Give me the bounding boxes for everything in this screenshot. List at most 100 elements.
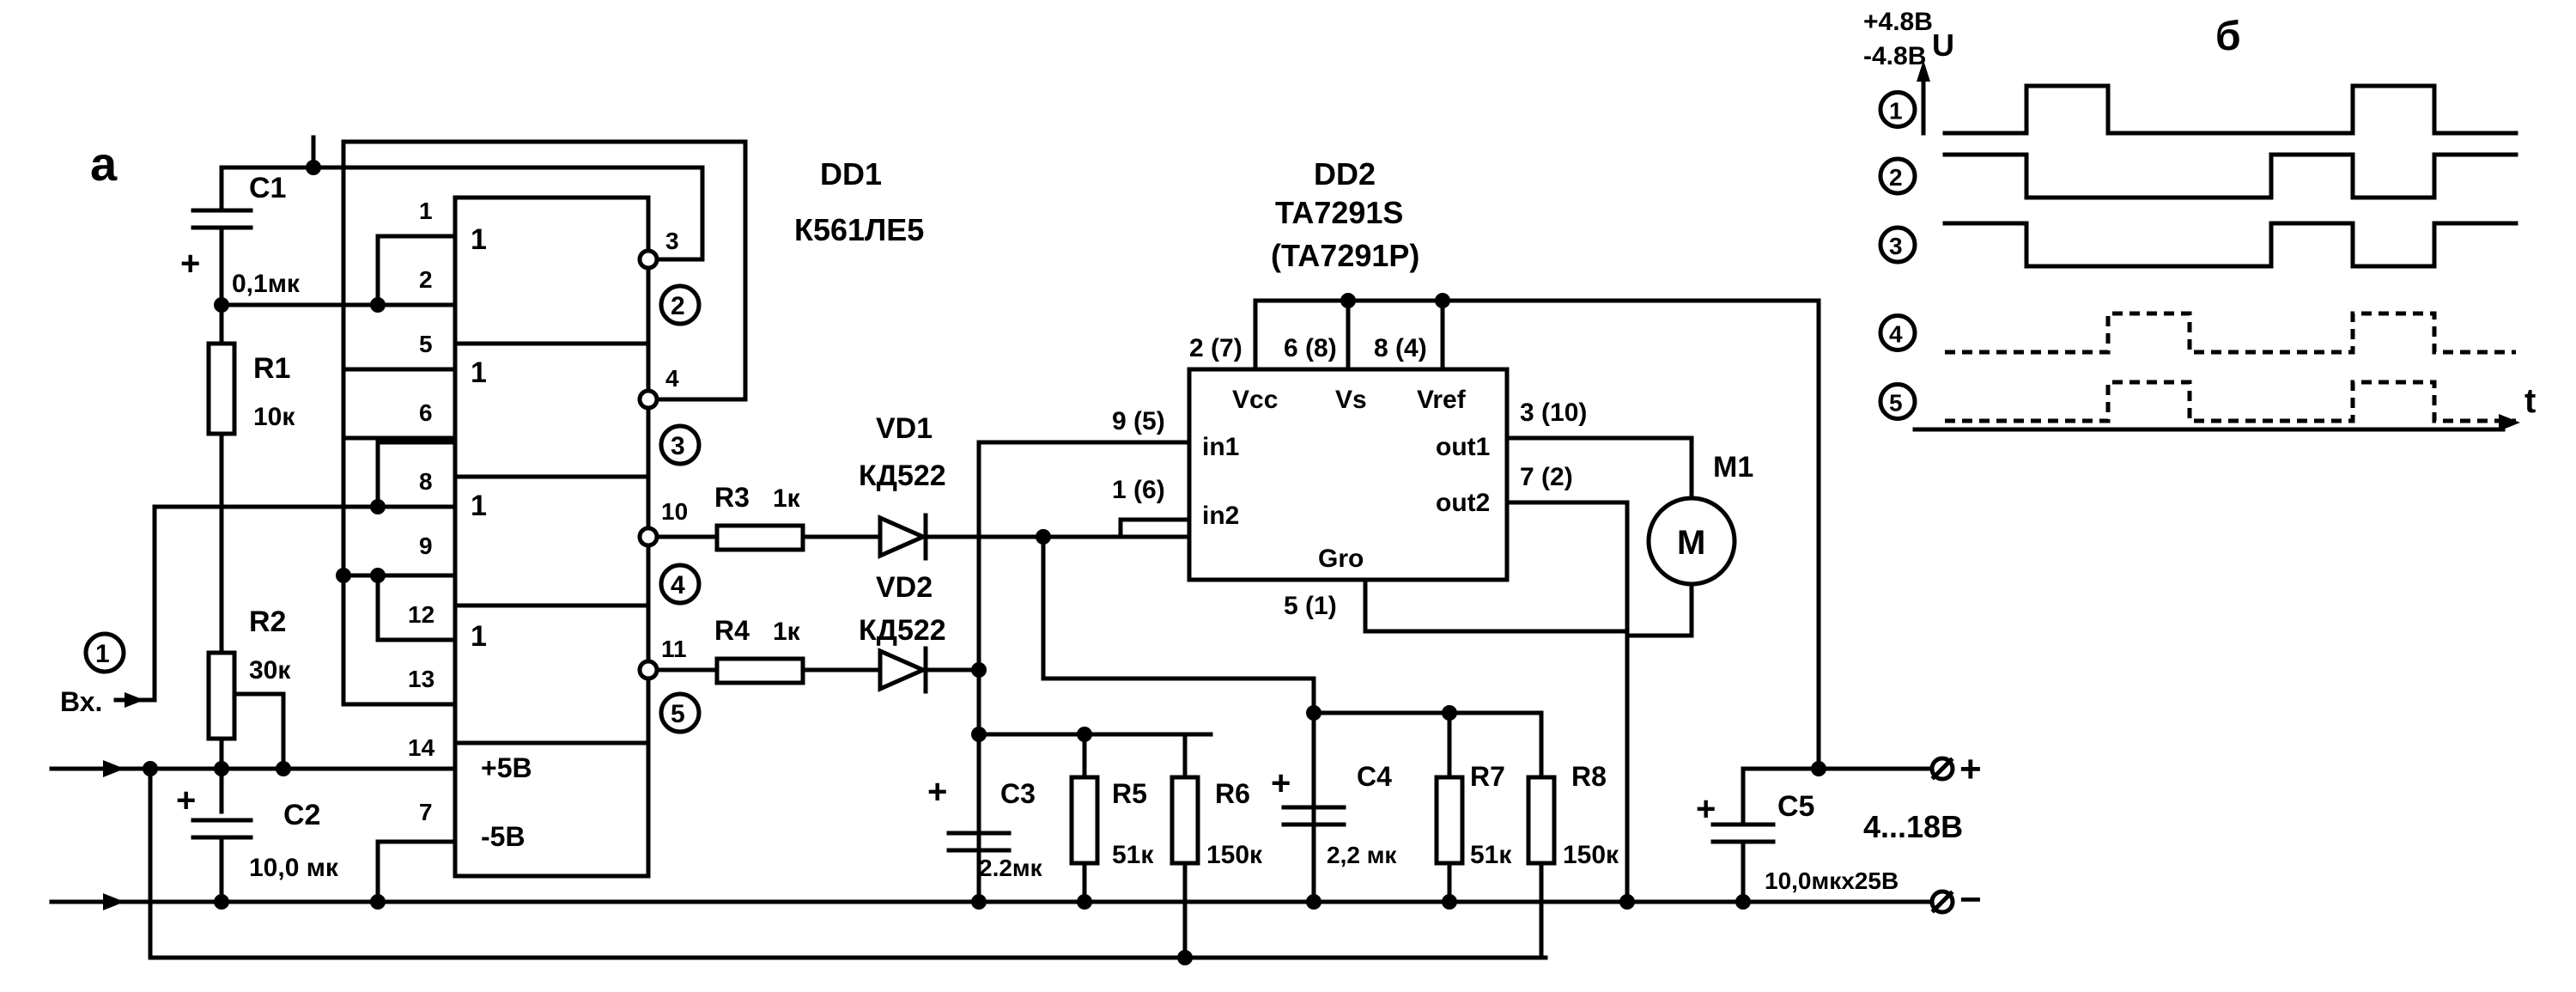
svg-text:+: + — [1696, 790, 1716, 828]
dd1-pin-4: 4 — [665, 365, 679, 392]
node-marker-3: 3 — [659, 423, 702, 466]
dd2-pinnum-in1: 9 (5) — [1112, 407, 1165, 435]
resistor-r4 — [714, 656, 883, 685]
dd1-pin-3: 3 — [665, 228, 679, 254]
timing-x-axis: t — [2524, 382, 2536, 420]
timing-trace-label: 2 — [1889, 164, 1903, 191]
c2-name: C2 — [283, 799, 320, 831]
dd1-gate-symbol: 1 — [471, 620, 487, 653]
c4-name: C4 — [1357, 761, 1392, 792]
dd1-chip: 1 1 1 1 +5В -5В — [453, 195, 651, 879]
dd2-pin-vref: Vref — [1417, 386, 1467, 414]
r1-value: 10к — [253, 403, 295, 431]
r3-name: R3 — [714, 482, 750, 513]
dd1-output-bubble — [637, 248, 659, 271]
svg-text:2: 2 — [671, 292, 685, 320]
dd1-pin-5: 5 — [419, 331, 433, 357]
vd2-name: VD2 — [876, 571, 933, 604]
panel-label-a: а — [90, 137, 118, 191]
dd1-pin-11: 11 — [661, 636, 687, 662]
timing-y-arrow — [1917, 60, 1930, 82]
svg-text:M: M — [1677, 524, 1705, 562]
svg-text:+: + — [1959, 748, 1982, 790]
c4-value: 2,2 мк — [1327, 842, 1397, 868]
r2-name: R2 — [249, 606, 286, 638]
minus-terminal[interactable]: − — [1929, 879, 1982, 921]
supply-range: 4...18В — [1863, 809, 1963, 844]
r1-name: R1 — [253, 352, 290, 385]
dd1-wiring — [49, 135, 1548, 960]
dd1-pin-2: 2 — [419, 266, 433, 293]
timing-trace-marker — [1878, 382, 1917, 421]
dd2-chip — [1187, 367, 1510, 582]
r6-name: R6 — [1215, 778, 1250, 809]
timing-waveform-5 — [1945, 380, 2516, 423]
diode-vd2 — [878, 646, 981, 694]
r2-value: 30к — [249, 656, 291, 685]
resistor-r3 — [714, 523, 883, 552]
dd1-pin-8: 8 — [419, 468, 433, 495]
node-marker-2: 2 — [659, 283, 702, 326]
r6-value: 150к — [1206, 841, 1263, 869]
rc-network-2: + — [1271, 710, 1557, 960]
vd1-name: VD1 — [876, 412, 933, 445]
dd1-output-bubble — [637, 388, 659, 411]
svg-text:−: − — [1959, 879, 1982, 921]
dd1-pin-1: 1 — [419, 198, 433, 224]
dd1-pin-7: 7 — [419, 799, 433, 825]
c5-value: 10,0мкх25В — [1765, 867, 1899, 894]
timing-trace-label: 5 — [1889, 390, 1903, 417]
timing-waveform-3 — [1942, 221, 2518, 269]
capacitor-c5: + — [1696, 766, 1935, 904]
dd1-supply-neg: -5В — [481, 821, 526, 852]
timing-trace-label: 4 — [1889, 321, 1903, 348]
junction-dots — [143, 160, 1826, 965]
dd2-pinnum-gro: 5 (1) — [1284, 592, 1337, 620]
r8-value: 150к — [1563, 841, 1619, 869]
r5-name: R5 — [1112, 778, 1147, 809]
dd2-name: DD2 — [1314, 156, 1376, 192]
node-marker-1: 1 — [83, 631, 126, 674]
input-label: Вх. — [60, 686, 102, 717]
dd2-pinnum-vs: 6 (8) — [1284, 334, 1337, 362]
timing-trace-label: 3 — [1889, 233, 1903, 259]
c3-value: 2.2мк — [979, 855, 1043, 881]
dd1-pin-12: 12 — [408, 601, 434, 628]
input-arrow — [125, 692, 144, 708]
dd2-pinnum-vref: 8 (4) — [1374, 334, 1427, 362]
node-marker-4: 4 — [659, 563, 702, 606]
dd2-pin-vs: Vs — [1335, 386, 1367, 414]
dd1-pin-6: 6 — [419, 399, 433, 426]
vd1-value: КД522 — [859, 459, 946, 492]
r4-name: R4 — [714, 615, 750, 646]
timing-v-low: -4.8В — [1863, 42, 1926, 70]
c3-name: C3 — [1000, 778, 1036, 809]
r4-value: 1к — [773, 618, 801, 646]
dd2-pinnum-vcc: 2 (7) — [1189, 334, 1242, 362]
plus-terminal[interactable]: + — [1929, 748, 1982, 790]
dd2-pin-in2: in2 — [1202, 502, 1239, 530]
svg-text:+: + — [927, 773, 947, 811]
dd2-part: TA7291S — [1275, 195, 1403, 230]
resistor-r1 — [206, 341, 237, 655]
vd2-value: КД522 — [859, 614, 946, 647]
dd2-pin-in1: in1 — [1202, 433, 1239, 461]
svg-text:+: + — [1271, 764, 1291, 802]
diode-vd1 — [878, 513, 1192, 561]
dd1-pin-10: 10 — [661, 498, 688, 525]
r8-name: R8 — [1571, 761, 1607, 792]
svg-text:3: 3 — [671, 432, 685, 460]
c1-name: C1 — [249, 172, 286, 204]
dd2-pin-vcc: Vcc — [1232, 386, 1278, 414]
r5-value: 51к — [1112, 841, 1154, 869]
r7-name: R7 — [1470, 761, 1505, 792]
svg-text:4: 4 — [671, 571, 685, 599]
dd1-gate-symbol: 1 — [471, 223, 487, 256]
c1-value: 0,1мк — [232, 270, 301, 298]
timing-waveform-1 — [1942, 83, 2518, 136]
dd1-gate-symbol: 1 — [471, 490, 487, 522]
dd2-pin-out1: out1 — [1436, 433, 1490, 461]
dd2-pin-out2: out2 — [1436, 489, 1490, 517]
